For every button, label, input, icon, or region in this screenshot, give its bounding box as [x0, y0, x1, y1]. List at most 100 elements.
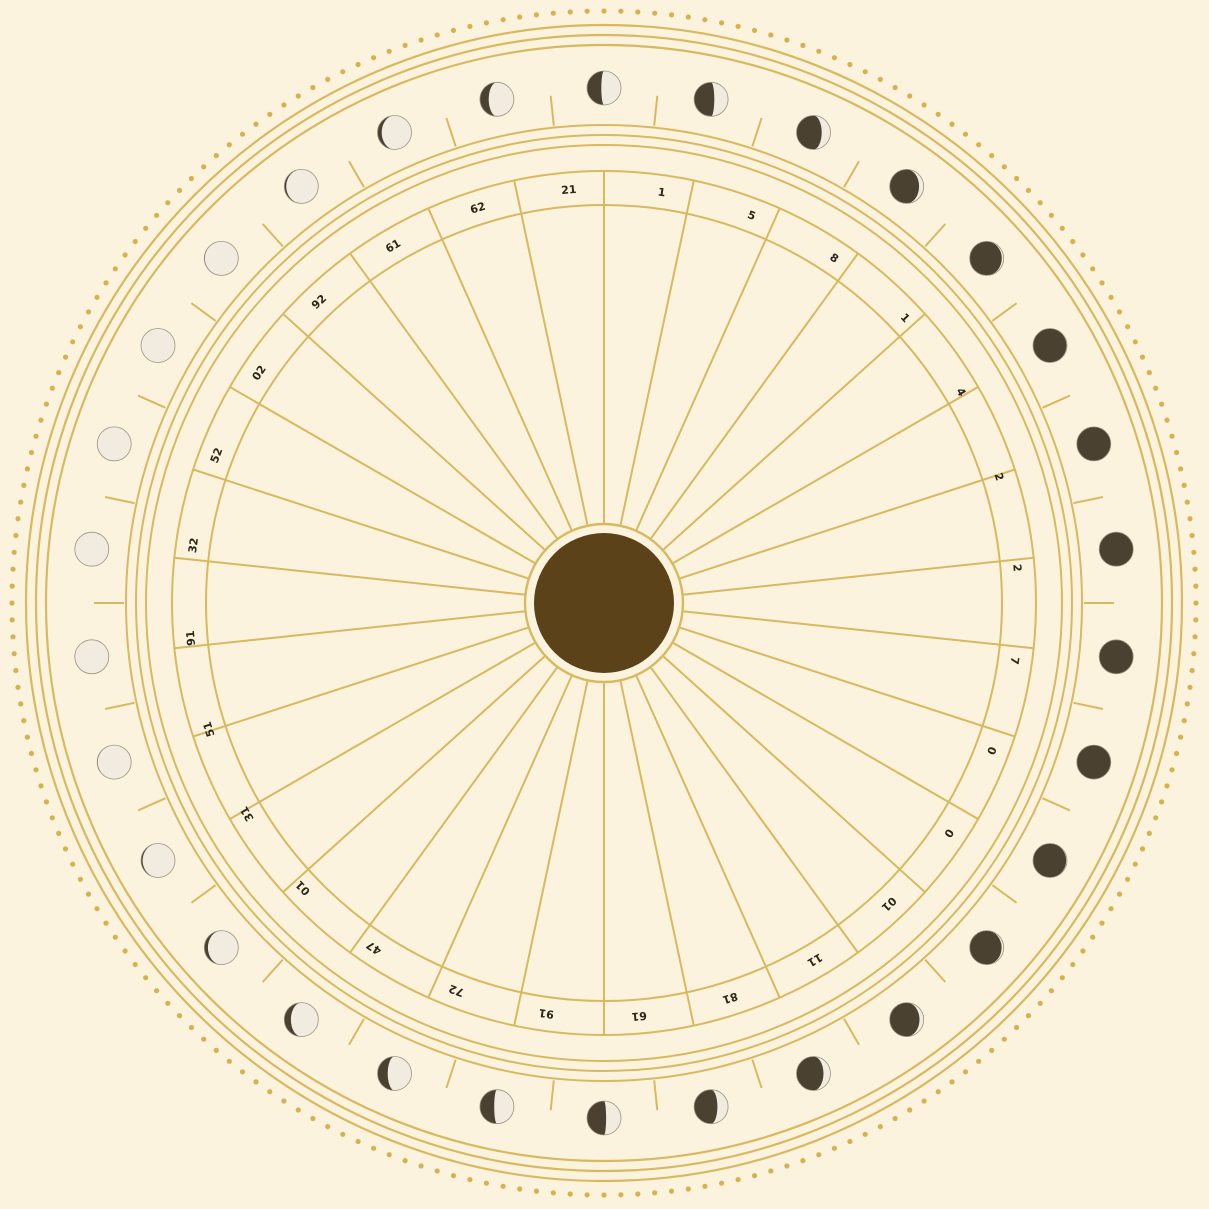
day-label: 31 [238, 804, 257, 824]
border-dot [15, 685, 20, 690]
border-dot [736, 24, 741, 29]
spoke [174, 558, 524, 595]
border-dot [949, 1079, 954, 1084]
moon-phase-icon [1033, 844, 1067, 878]
center-disc [534, 533, 674, 673]
border-dot [10, 617, 15, 622]
border-dot [669, 12, 674, 17]
border-dot [1090, 266, 1095, 271]
day-label: 91 [184, 630, 198, 646]
spoke [174, 611, 524, 648]
spoke [684, 611, 1034, 648]
border-dot [484, 20, 489, 25]
day-label: 7 [1008, 656, 1022, 665]
border-dot [1070, 962, 1075, 967]
moon-phase-icon [1099, 640, 1133, 674]
border-dot [310, 85, 315, 90]
border-dot [1080, 948, 1085, 953]
spoke [621, 180, 694, 524]
border-dot [1193, 600, 1198, 605]
band-divider [752, 1060, 761, 1089]
border-dot [38, 418, 43, 423]
border-dot [702, 17, 707, 22]
moon-phase-icon [378, 116, 412, 150]
border-dot [963, 132, 968, 137]
border-dot [752, 1173, 757, 1178]
border-dot [387, 1152, 392, 1157]
border-dot [976, 142, 981, 147]
moon-phase-icon [587, 1101, 621, 1135]
band-divider [138, 396, 165, 408]
border-dot [635, 9, 640, 14]
spoke [193, 470, 528, 579]
band-divider [1074, 703, 1103, 709]
spoke [350, 254, 557, 539]
border-dot [893, 1116, 898, 1121]
moon-phase-icon [284, 1003, 318, 1037]
border-dot [816, 49, 821, 54]
spoke [230, 643, 535, 819]
moon-phase-icon [1099, 532, 1133, 566]
border-dot [534, 1189, 539, 1194]
border-dot [863, 1132, 868, 1137]
border-dot [12, 651, 17, 656]
border-dot [1099, 921, 1104, 926]
border-dot [253, 122, 258, 127]
border-dot [1026, 188, 1031, 193]
border-dot [686, 1186, 691, 1191]
border-dot [601, 8, 606, 13]
day-label: 81 [721, 989, 740, 1006]
border-dot [1140, 846, 1145, 851]
border-dot [1190, 668, 1195, 673]
band-divider [844, 161, 859, 187]
day-label: 1 [657, 186, 666, 200]
border-dot [9, 600, 14, 605]
border-dot [989, 1048, 994, 1053]
border-dot [113, 266, 118, 271]
day-label: 0 [941, 826, 956, 840]
border-dot [435, 32, 440, 37]
border-dot [635, 1191, 640, 1196]
moon-phase-icon [797, 1057, 831, 1091]
border-dot [1192, 567, 1197, 572]
border-dot [214, 1048, 219, 1053]
border-dot [63, 355, 68, 360]
border-dot [585, 9, 590, 14]
moon-phase-icon [1033, 329, 1067, 363]
border-dot [10, 584, 15, 589]
border-dot [1002, 164, 1007, 169]
border-dot [133, 239, 138, 244]
border-dot [154, 213, 159, 218]
band-divider [925, 224, 945, 246]
border-dot [501, 1184, 506, 1189]
border-dot [189, 176, 194, 181]
border-dot [1182, 718, 1187, 723]
border-dot [296, 1107, 301, 1112]
border-dot [451, 28, 456, 33]
border-dot [10, 567, 15, 572]
spoke [673, 387, 978, 563]
border-dot [25, 466, 30, 471]
border-dot [18, 500, 23, 505]
border-dot [936, 1089, 941, 1094]
band-divider [752, 118, 761, 147]
moon-phase-icon [890, 1003, 924, 1037]
border-dot [1159, 799, 1164, 804]
band-divider [1043, 798, 1070, 810]
border-dot [1125, 324, 1130, 329]
border-dot [33, 767, 38, 772]
band-divider [992, 885, 1016, 903]
border-dot [1169, 434, 1174, 439]
border-dot [1185, 701, 1190, 706]
border-dot [585, 1192, 590, 1197]
border-dot [800, 1158, 805, 1163]
border-dot [38, 783, 43, 788]
spoke [350, 668, 557, 953]
day-label: 01 [879, 894, 899, 914]
day-label: 47 [364, 938, 384, 957]
spoke [428, 208, 571, 530]
border-dot [568, 9, 573, 14]
band-divider [654, 1080, 657, 1110]
border-dot [652, 11, 657, 16]
